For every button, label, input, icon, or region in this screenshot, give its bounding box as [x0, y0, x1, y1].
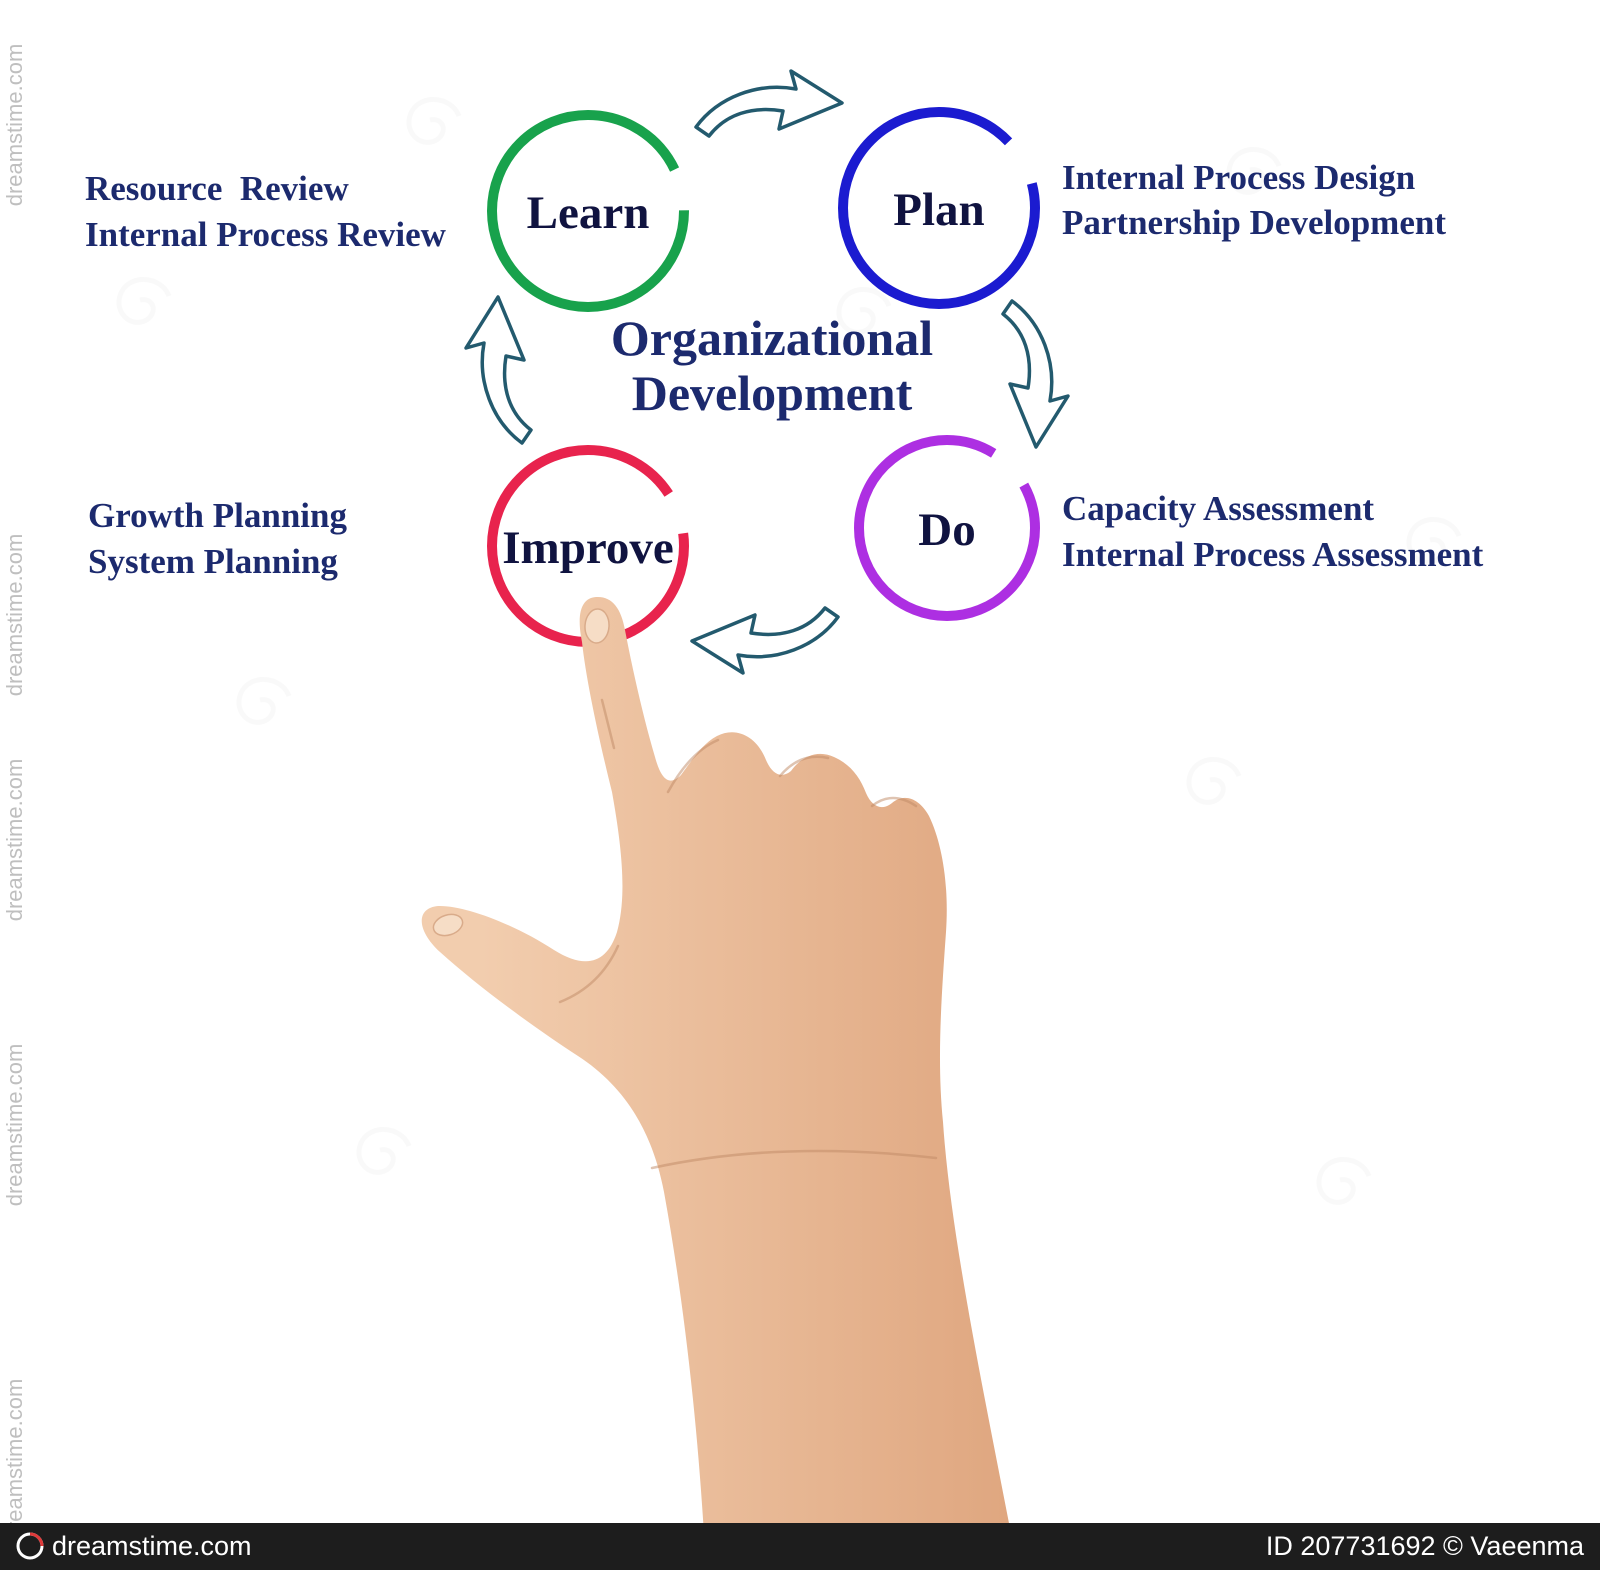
index-crease	[600, 698, 616, 750]
improve-annotation-line1: Growth Planning	[88, 496, 347, 535]
watermark-bar-background	[0, 1523, 1600, 1570]
do-label: Do	[918, 504, 975, 556]
index-fingernail	[584, 608, 610, 644]
do-circle	[854, 435, 1040, 621]
arrow-learn-to-plan	[694, 69, 844, 138]
diagram-title-line2: Development	[632, 365, 913, 421]
hand-creases	[558, 698, 938, 1170]
plan-label: Plan	[893, 184, 984, 236]
vertical-watermark-2: dreamstime.com	[2, 534, 27, 697]
watermark-bar: dreamstime.com ID 207731692 © Vaeenma	[0, 1523, 1600, 1570]
knuckle-crease-2	[778, 755, 830, 778]
knuckle-crease-1	[666, 738, 720, 794]
arrow-improve-to-learn	[464, 295, 533, 445]
diagram-title-line1: Organizational	[611, 310, 933, 366]
hand-silhouette	[421, 596, 1019, 1570]
thumb-web-crease	[558, 944, 620, 1004]
vertical-watermark-4: dreamstime.com	[2, 1044, 27, 1207]
watermark-bar-id: ID 207731692 © Vaeenma	[1266, 1531, 1585, 1561]
learn-annotation-line1: Resource Review	[85, 169, 349, 208]
plan-circle	[838, 107, 1040, 309]
do-annotation-line1: Capacity Assessment	[1062, 489, 1374, 528]
learn-circle	[487, 110, 689, 312]
wrist-crease	[650, 1149, 938, 1170]
plan-annotation-line1: Internal Process Design	[1062, 158, 1415, 197]
watermark-bar-brand: dreamstime.com	[52, 1531, 252, 1561]
arrow-do-to-improve	[690, 606, 840, 675]
do-annotation-line2: Internal Process Assessment	[1062, 535, 1484, 574]
dreamstime-logo-icon	[16, 1532, 44, 1560]
diagram-texts: Organizational Development Resource Revi…	[85, 158, 1484, 581]
node-labels: Learn Plan Improve Do	[502, 184, 984, 574]
improve-annotation-line2: System Planning	[88, 542, 338, 581]
vertical-watermark-5: dreamstime.com	[2, 1379, 27, 1542]
pointing-hand	[421, 596, 1019, 1570]
vertical-watermarks: dreamstime.com dreamstime.com dreamstime…	[2, 44, 27, 1542]
thumb-fingernail	[432, 913, 464, 937]
arrow-plan-to-do	[1001, 299, 1070, 449]
plan-annotation-line2: Partnership Development	[1062, 203, 1446, 242]
learn-label: Learn	[527, 187, 650, 239]
improve-label: Improve	[502, 522, 673, 574]
vertical-watermark-3: dreamstime.com	[2, 759, 27, 922]
vertical-watermark-1: dreamstime.com	[2, 44, 27, 207]
knuckle-crease-3	[870, 796, 918, 808]
learn-annotation-line2: Internal Process Review	[85, 215, 447, 254]
